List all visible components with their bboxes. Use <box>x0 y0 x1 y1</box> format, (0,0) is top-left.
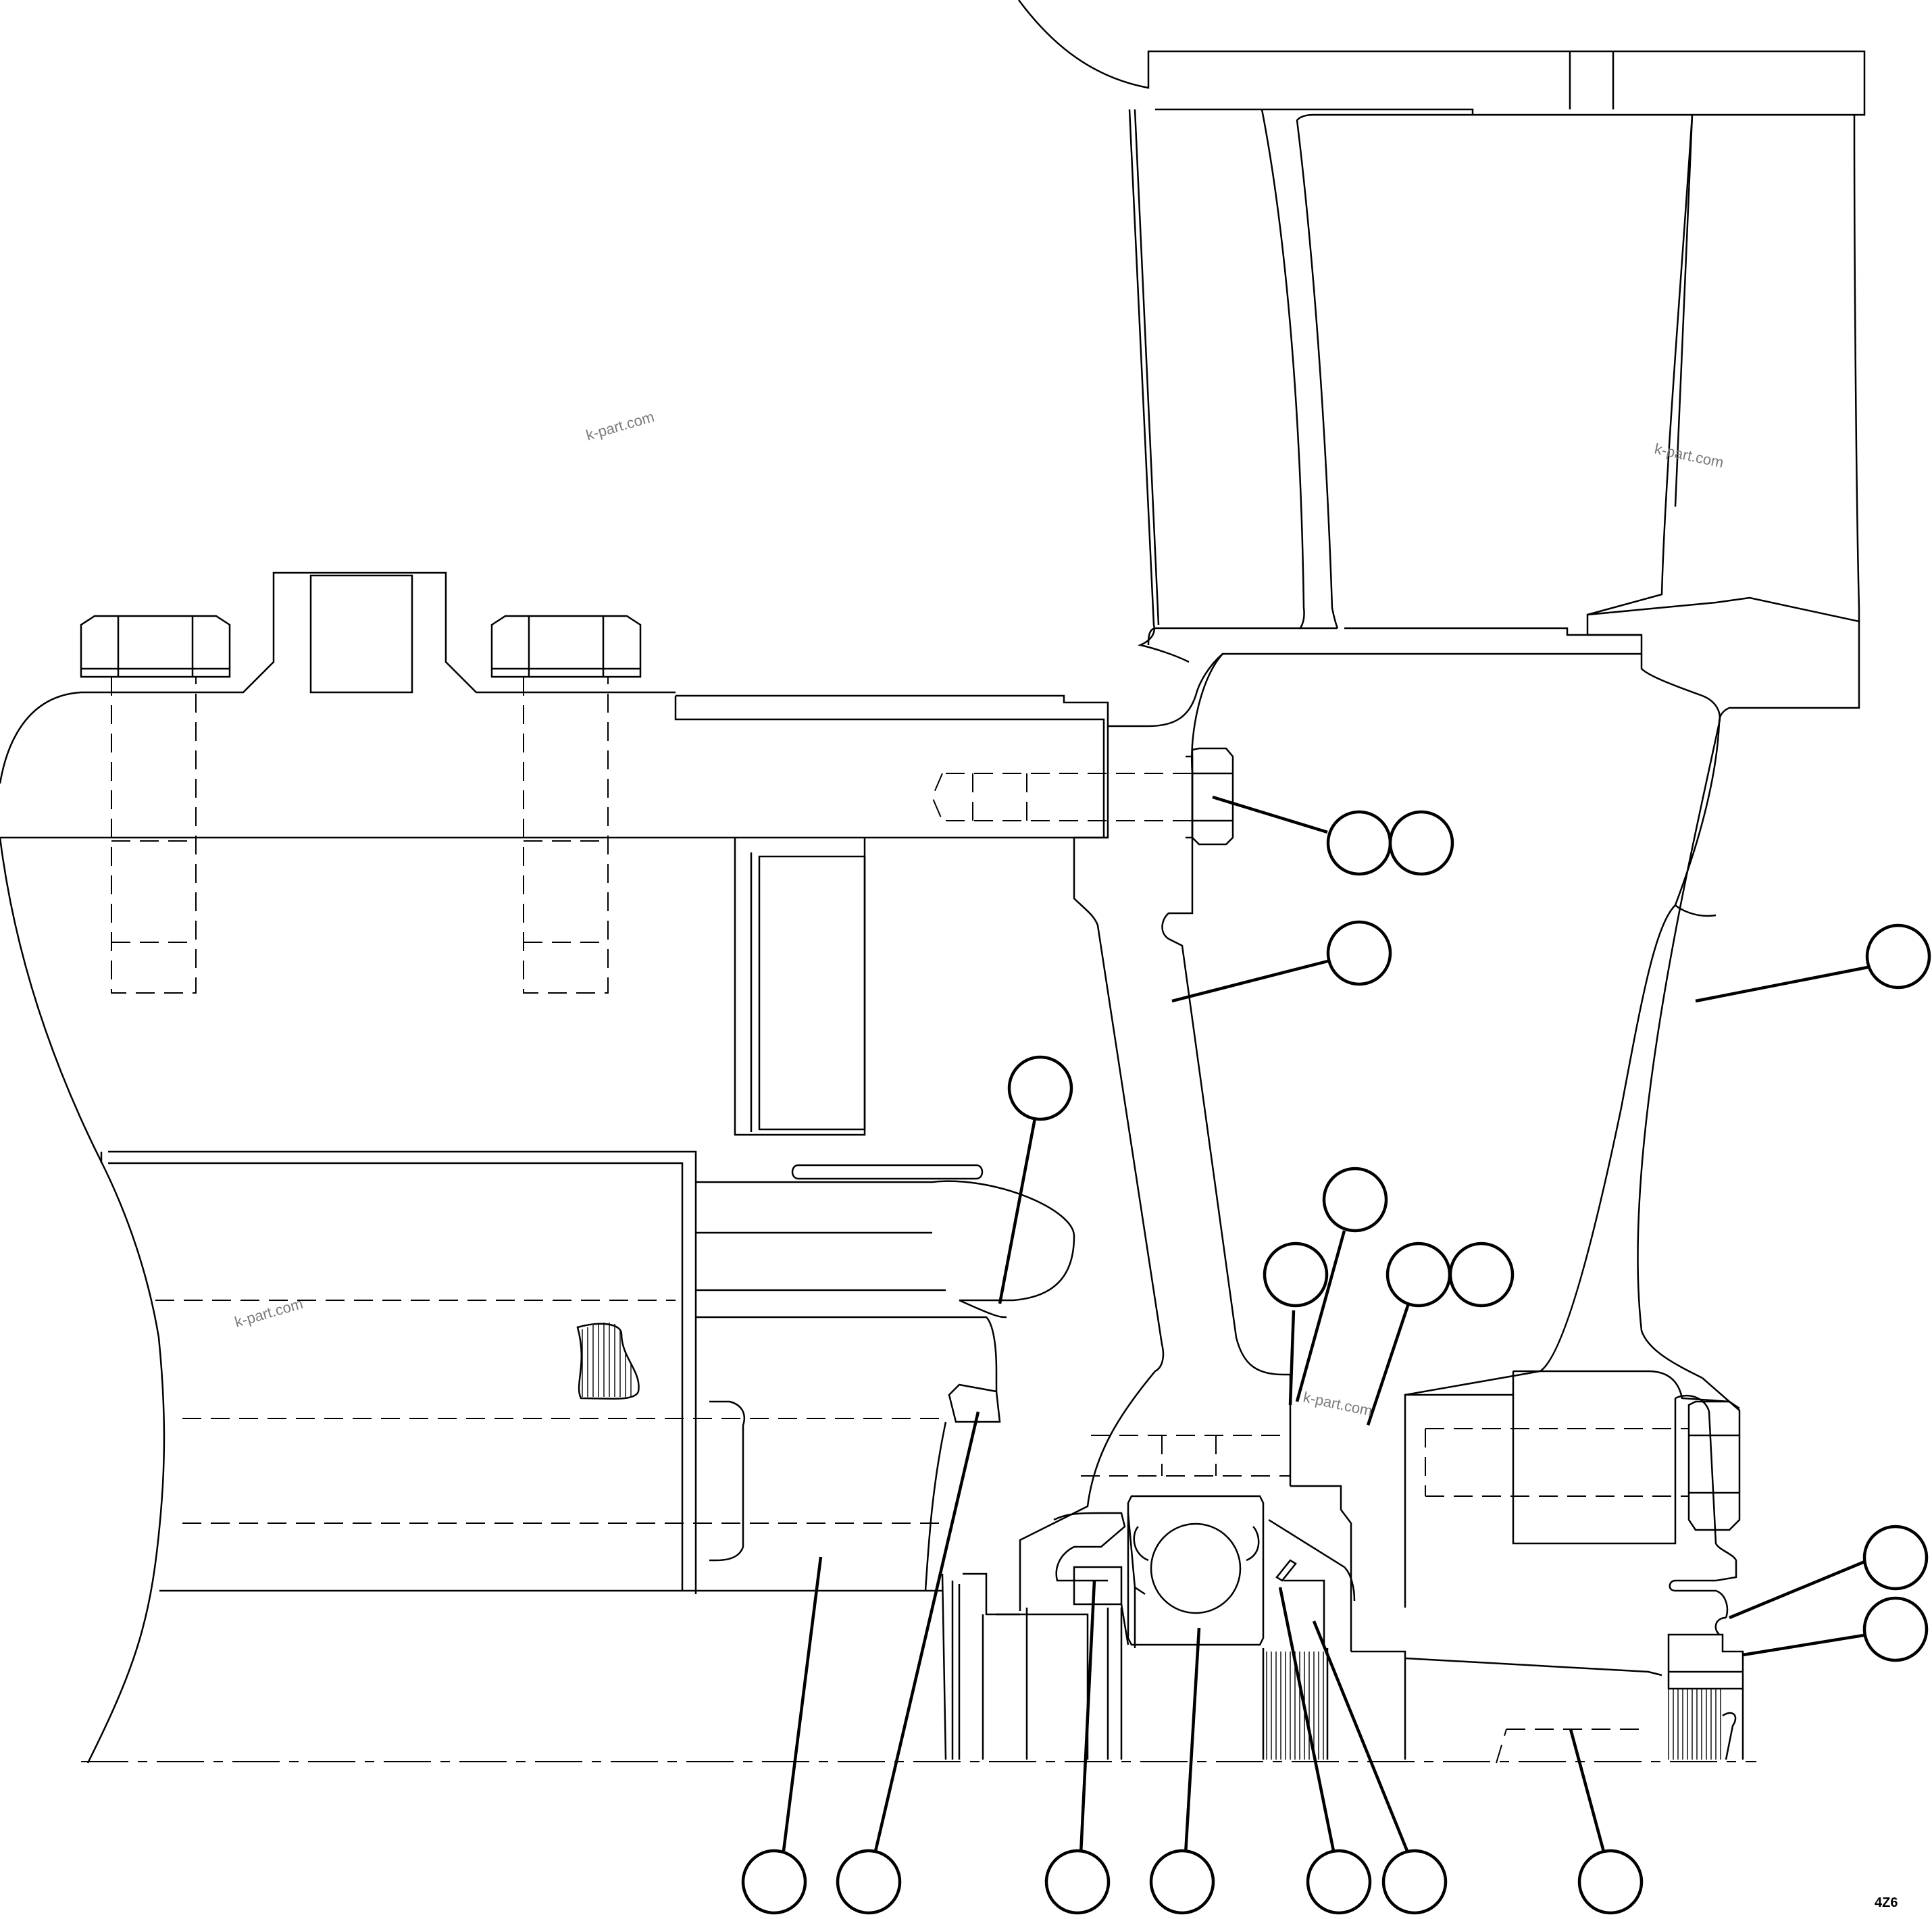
drawing-code: 4Z6 <box>1875 1895 1898 1910</box>
balloon-13 <box>836 1849 902 1915</box>
leader-lines <box>782 795 1869 1855</box>
balloon-10 <box>1862 1525 1929 1591</box>
hatched-section <box>576 1323 640 1400</box>
balloon-9 <box>1448 1242 1515 1308</box>
balloon-3 <box>1326 920 1392 986</box>
top-bolt-left <box>80 615 231 678</box>
balloon-11 <box>1862 1596 1929 1662</box>
spline-hatch-right <box>1668 1689 1737 1760</box>
central-web <box>676 653 1740 1652</box>
end-cap <box>1351 1371 1744 1760</box>
balloon-5 <box>1007 1055 1073 1121</box>
bearing-assembly <box>1025 1495 1356 1760</box>
balloon-6 <box>1322 1167 1388 1233</box>
upper-housing <box>1017 0 1866 1379</box>
balloon-17 <box>1381 1849 1448 1915</box>
balloon-7 <box>1263 1242 1329 1308</box>
watermark-4: k-part.com <box>1302 1388 1374 1419</box>
balloon-8 <box>1386 1242 1452 1308</box>
reference-balloons <box>741 810 1931 1915</box>
balloon-2 <box>1388 810 1454 876</box>
balloon-1 <box>1326 810 1392 876</box>
watermark-2: k-part.com <box>1653 440 1725 471</box>
flange-bolt <box>1186 747 1234 846</box>
top-bolt-right <box>490 615 642 678</box>
balloon-18 <box>1577 1849 1644 1915</box>
balloon-14 <box>1044 1849 1111 1915</box>
watermark-1: k-part.com <box>584 408 656 444</box>
left-casing <box>0 571 1108 1764</box>
hidden-bolt-shanks <box>111 677 1689 1764</box>
balloon-4 <box>1865 923 1931 990</box>
shaft-and-gear <box>696 1164 1089 1760</box>
balloon-15 <box>1149 1849 1215 1915</box>
balloon-12 <box>741 1849 807 1915</box>
balloon-16 <box>1306 1849 1372 1915</box>
